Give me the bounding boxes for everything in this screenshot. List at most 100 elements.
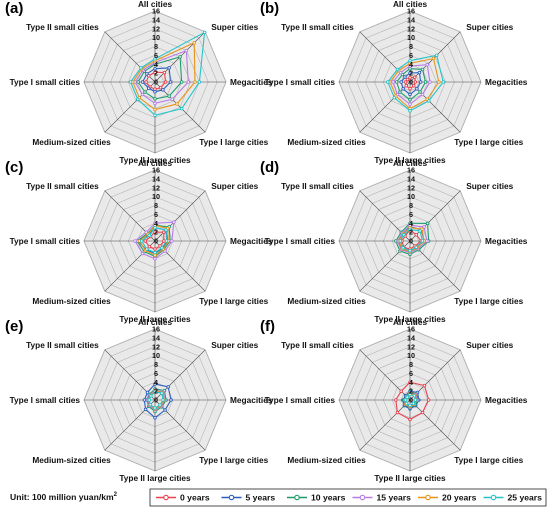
axis-label: Medium-sized cities: [32, 455, 111, 465]
axis-label: Super cities: [466, 340, 513, 350]
series-point: [162, 230, 166, 234]
series-point: [425, 221, 430, 226]
tick-label: 10: [152, 33, 160, 42]
series-point: [412, 75, 417, 80]
series-point: [139, 66, 143, 70]
radar-spoke: [409, 81, 461, 133]
series-point: [428, 80, 432, 84]
series-point: [178, 55, 182, 59]
series-point: [148, 402, 153, 407]
panel-label: (d): [260, 159, 279, 176]
series-point: [425, 62, 430, 67]
axis-label: All cities: [138, 158, 173, 168]
series-point: [128, 80, 133, 84]
tick-label: 6: [409, 369, 413, 378]
series-point: [162, 239, 166, 243]
legend-label: 10 years: [311, 493, 346, 503]
series-point: [144, 80, 148, 84]
series-0-years: [403, 75, 418, 91]
series-point: [405, 77, 410, 82]
axis-label: Medium-sized cities: [287, 296, 366, 306]
series-point: [423, 80, 428, 84]
axis-label: All cities: [393, 158, 428, 168]
series-point: [394, 80, 399, 84]
series-point: [404, 84, 408, 88]
panel-label: (c): [5, 159, 23, 176]
tick-label: 10: [152, 351, 160, 360]
tick-label: 4: [409, 219, 413, 228]
series-point: [414, 245, 419, 250]
legend-swatch-marker: [294, 494, 300, 501]
tick-label: 4: [409, 378, 413, 387]
tick-label: 10: [407, 33, 415, 42]
series-point: [140, 251, 145, 256]
legend-label: 5 years: [246, 493, 276, 503]
series-point: [175, 102, 179, 106]
axis-label: All cities: [138, 0, 173, 9]
tick-label: 8: [154, 201, 158, 210]
series-point: [153, 390, 157, 394]
tick-label: 4: [409, 60, 413, 69]
series-point: [197, 80, 202, 84]
tick-label: 16: [407, 325, 415, 334]
legend-entry: 20 years: [418, 493, 477, 503]
series-point: [437, 80, 441, 84]
tick-label: 14: [152, 15, 160, 24]
series-point: [408, 71, 412, 75]
tick-label: 6: [154, 210, 158, 219]
tick-label: 16: [152, 7, 160, 16]
series-point: [398, 90, 402, 94]
tick-label: 6: [409, 51, 413, 60]
radar-spoke: [409, 190, 461, 242]
tick-label: 14: [152, 174, 160, 183]
series-point: [143, 90, 147, 94]
axis-label: Medium-sized cities: [32, 137, 111, 147]
legend-swatch-marker: [490, 494, 497, 501]
axis-label: Type I large cities: [199, 296, 268, 306]
tick-label: 12: [407, 342, 415, 351]
series-point: [145, 72, 149, 76]
series-point: [398, 239, 402, 243]
axis-label: Type II small cities: [281, 181, 354, 191]
tick-label: 16: [407, 7, 415, 16]
series-point: [147, 244, 152, 249]
series-point: [431, 56, 436, 61]
series-point: [403, 398, 408, 402]
series-point: [153, 101, 157, 106]
series-point: [391, 80, 395, 84]
axis-label: Megacities: [230, 395, 273, 405]
series-point: [142, 398, 147, 402]
axis-label: Type II small cities: [26, 22, 99, 32]
axis-label: Super cities: [211, 340, 258, 350]
axis-label: Type I large cities: [454, 137, 523, 147]
radar-spoke: [104, 81, 156, 133]
series-point: [422, 383, 427, 388]
series-point: [162, 70, 167, 75]
legend-swatch-marker: [163, 494, 169, 501]
tick-label: 2: [409, 387, 413, 396]
tick-label: 14: [152, 333, 160, 342]
series-point: [153, 107, 157, 112]
series-point: [418, 229, 422, 233]
series-point: [412, 84, 416, 88]
series-point: [153, 66, 157, 71]
series-point: [408, 86, 412, 91]
radar-spoke: [409, 399, 461, 451]
series-point: [401, 87, 405, 91]
axis-label: Type II small cities: [281, 340, 354, 350]
axis-label: All cities: [393, 0, 428, 9]
axis-label: Type II large cities: [119, 473, 191, 483]
legend-label: 0 years: [180, 493, 210, 503]
legend-entry: 25 years: [483, 493, 542, 503]
series-point: [153, 406, 157, 410]
series-point: [411, 401, 416, 406]
series-point: [408, 392, 412, 397]
axis-label: Type II large cities: [119, 314, 191, 324]
series-point: [153, 70, 157, 74]
series-point: [153, 87, 157, 91]
